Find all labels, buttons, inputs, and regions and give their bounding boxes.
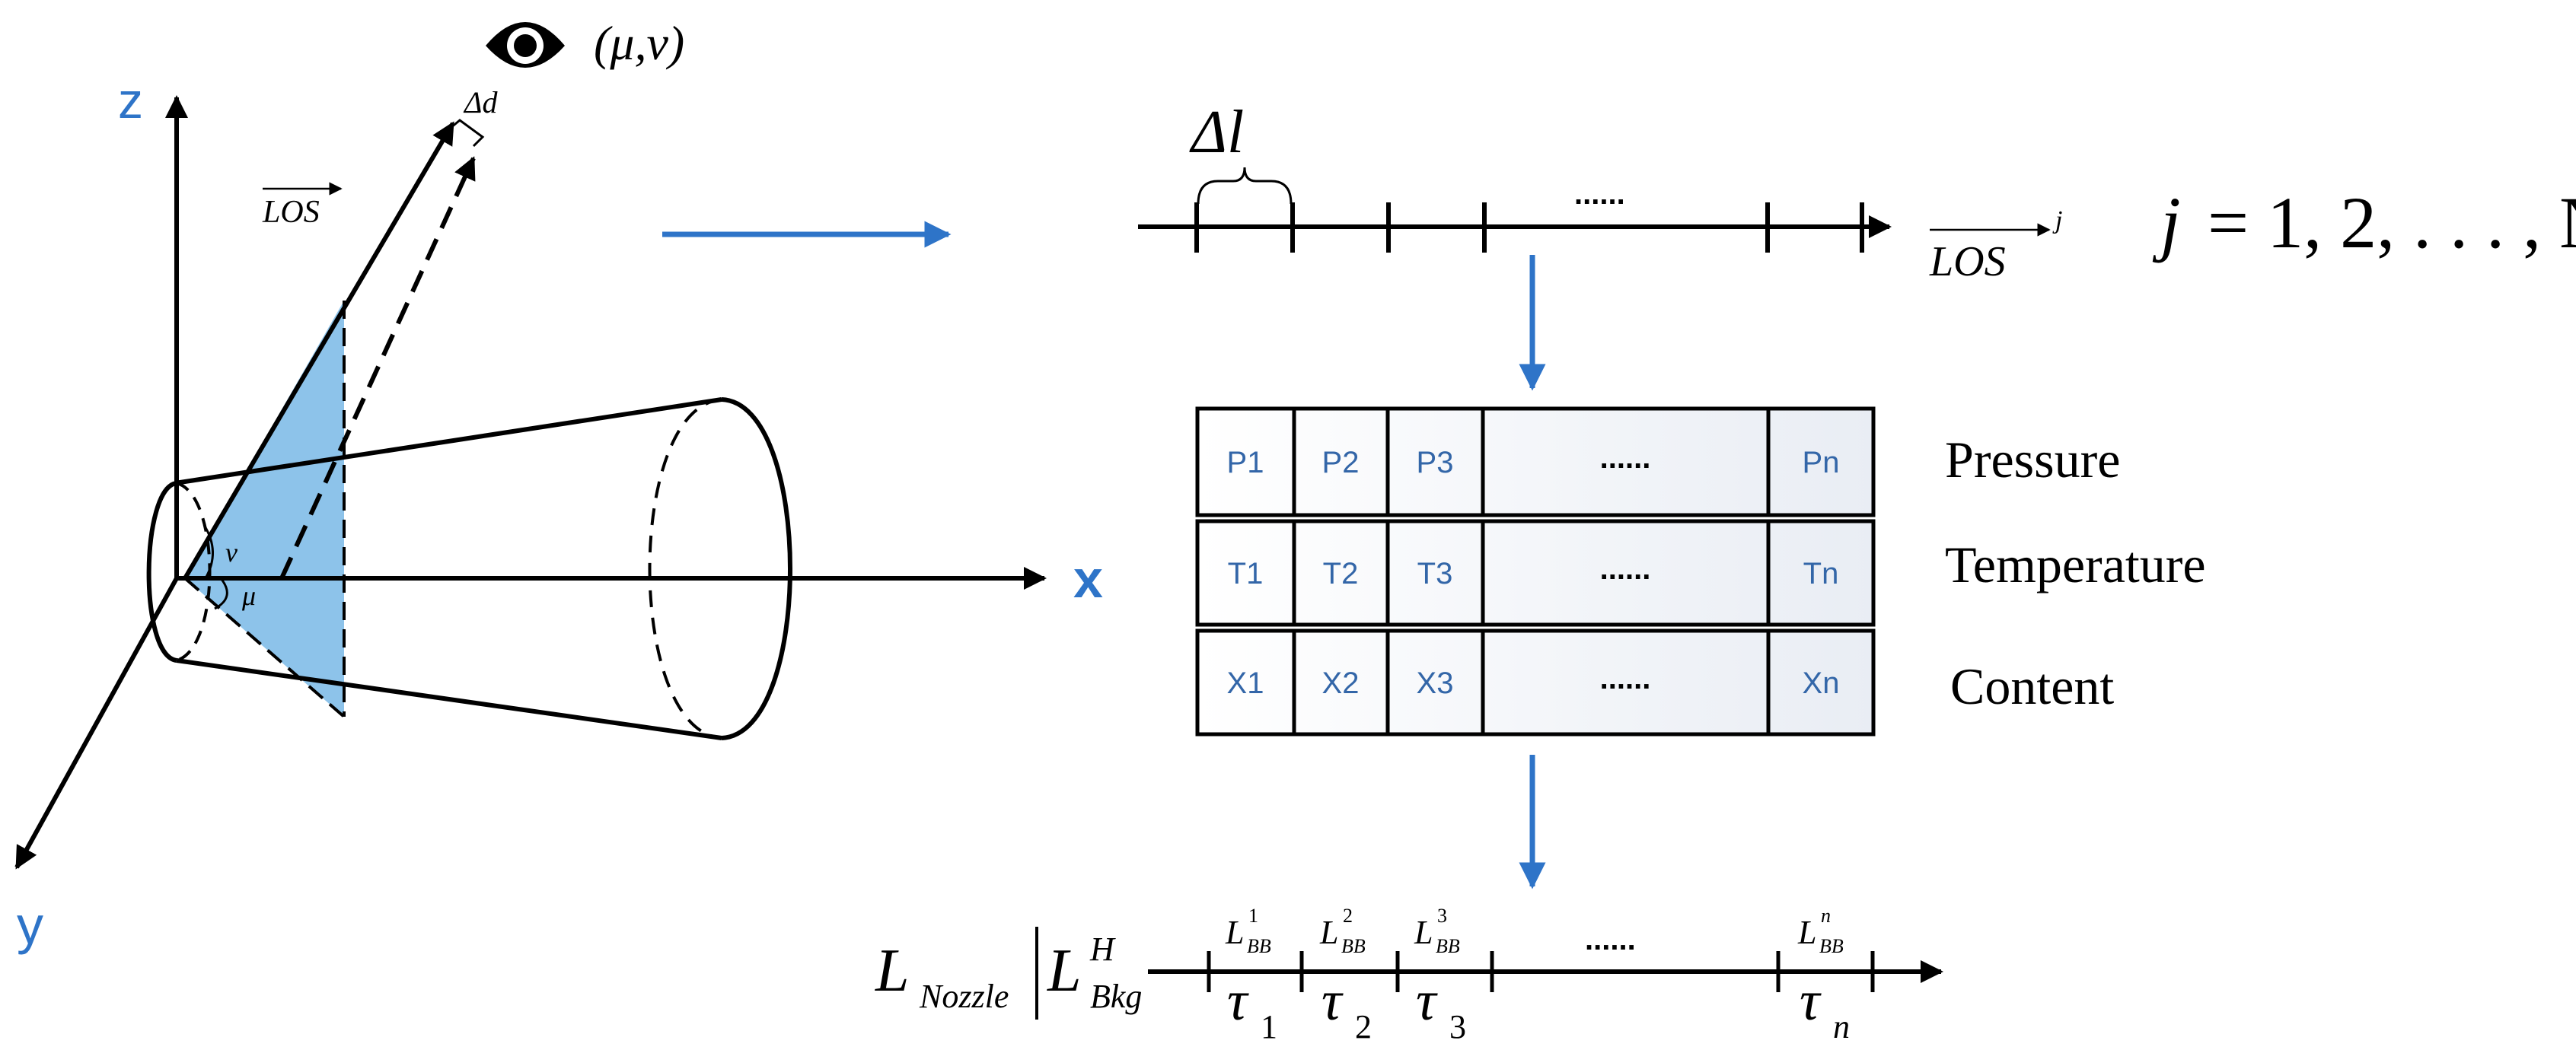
angle-v-label: ν [225,537,238,568]
radiance-chain: L Nozzle L H Bkg L 1 BB τ 1 L 2 BB τ [875,905,1943,1045]
segment-radiance-sub: BB [1436,935,1460,957]
table-row-temperature: T1 T2 T3 ...... Tn Temperature [1195,519,2206,627]
table-cell: Tn [1803,557,1839,590]
segment-2: L 2 BB τ 2 [1319,905,1372,1045]
l-nozzle-main: L [875,937,910,1004]
eye-icon [486,22,565,68]
y-axis-label: y [17,896,43,955]
table-cell: ...... [1600,662,1651,695]
segment-radiance: L [1225,914,1244,951]
los-line [183,121,455,580]
row-label-pressure: Pressure [1945,431,2120,488]
los-label-right: LOS [1929,238,2006,285]
table-cell: T1 [1228,557,1264,590]
segment-transmittance-sub: 2 [1355,1008,1372,1045]
angle-v-arc [202,524,214,579]
discretized-los: Δl ...... LOS j j = 1, 2, . . . , N [1138,99,2576,285]
segment-n: L n BB τ n [1797,905,1850,1045]
nozzle-exit-back [648,398,722,740]
parameter-table: P1 P2 P3 ...... Pn Pressure T1 T2 T3 ...… [1195,406,2206,737]
delta-d-label: Δd [463,85,498,119]
radiance-dots: ...... [1585,923,1636,956]
los-label-right-sup: j [2052,206,2062,234]
table-cell: X2 [1322,667,1360,700]
segment-transmittance-sub: 1 [1261,1008,1277,1045]
segment-radiance: L [1797,914,1816,951]
coordinate-axes: z x y LOS Δd ν μ [14,72,1103,955]
segment-transmittance: τ [1227,970,1249,1032]
nozzle-geometry [146,301,792,740]
segment-radiance: L [1414,914,1433,951]
table-cell: T3 [1417,557,1453,590]
l-nozzle-sub: Nozzle [919,978,1009,1015]
segment-3: L 3 BB τ 3 [1414,905,1466,1045]
segment-1: L 1 BB τ 1 [1225,905,1277,1045]
observer-angles: (μ,ν) [594,16,684,70]
cone-bottom-edge [176,658,722,740]
table-cell: X3 [1417,667,1454,700]
index-j: j [2152,182,2181,263]
delta-l-label: Δl [1189,99,1244,166]
index-range: = 1, 2, . . . , N [2208,182,2576,263]
table-cell: ...... [1600,552,1651,586]
segment-transmittance-sub: n [1833,1008,1850,1045]
table-cell: ...... [1600,441,1651,475]
segment-radiance-sup: n [1821,905,1831,927]
angle-mu-label: μ [241,581,256,611]
segment-radiance-sup: 1 [1248,905,1258,927]
table-cell: P2 [1322,446,1360,479]
segment-radiance-sup: 3 [1437,905,1447,927]
delta-d-bracket [450,119,485,148]
cone-top-edge [174,397,722,485]
segment-transmittance: τ [1416,970,1438,1032]
table-row-content: X1 X2 X3 ...... Xn Content [1195,628,2114,737]
table-cell: Xn [1803,667,1840,700]
segment-transmittance-sub: 3 [1449,1008,1466,1045]
table-row-pressure: P1 P2 P3 ...... Pn Pressure [1195,406,2120,517]
los-dots: ...... [1574,177,1625,211]
segment-transmittance: τ [1800,970,1822,1032]
nozzle-exit-front [721,397,792,740]
segment-radiance-sub: BB [1341,935,1366,957]
l-bkg-sub: Bkg [1090,978,1142,1015]
observer: (μ,ν) [486,16,684,70]
plane-bottom-edge [183,577,346,718]
z-axis-label: z [118,72,143,129]
angle-mu-arc [214,578,228,610]
segment-transmittance: τ [1321,970,1344,1032]
table-cell: Pn [1803,446,1840,479]
segment-radiance-sup: 2 [1343,905,1353,927]
table-cell: P1 [1227,446,1264,479]
row-label-temperature: Temperature [1945,536,2206,593]
los-offset-line [279,156,476,580]
y-axis [14,577,179,870]
row-label-content: Content [1950,657,2114,715]
los-plane [185,301,344,717]
table-cell: P3 [1417,446,1454,479]
l-bkg-sup: H [1089,931,1116,968]
radiance-ticks [1207,951,1875,992]
table-cell: T2 [1323,557,1359,590]
l-bkg-main: L [1047,937,1082,1004]
table-cell: X1 [1227,667,1264,700]
segment-radiance-sub: BB [1247,935,1271,957]
los-ticks [1194,202,1864,253]
delta-l-brace [1197,167,1293,205]
nozzle-inlet-front [146,481,177,663]
segment-radiance-sub: BB [1819,935,1844,957]
segment-radiance: L [1319,914,1338,951]
los-label-left: LOS [262,195,320,230]
x-axis-label: x [1073,549,1103,609]
